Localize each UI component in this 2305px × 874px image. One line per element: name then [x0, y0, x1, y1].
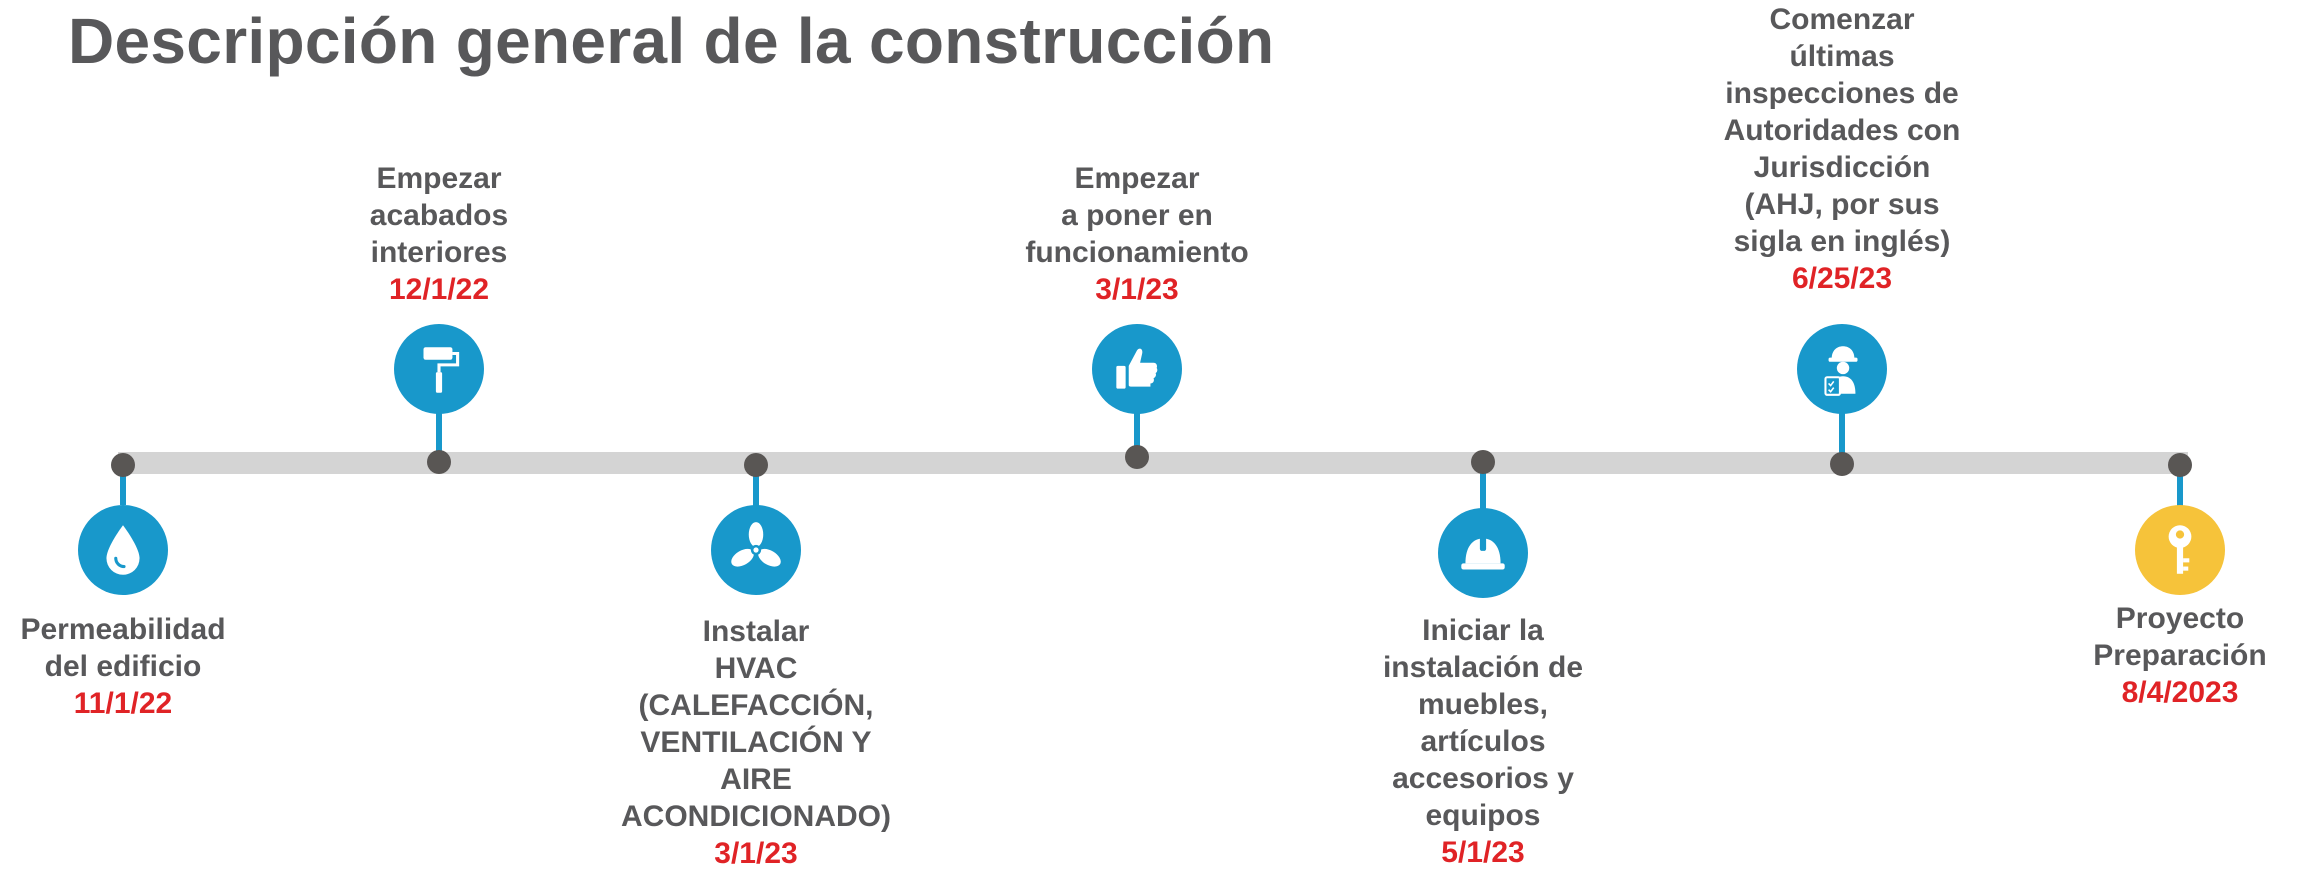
timeline-dot: [744, 453, 768, 477]
milestone-label: Instalar HVAC (CALEFACCIÓN, VENTILACIÓN …: [606, 613, 906, 872]
milestone-description: Comenzar últimas inspecciones de Autorid…: [1723, 3, 1961, 258]
timeline-dot: [1471, 450, 1495, 474]
milestone-badge: [1438, 508, 1528, 598]
fan-icon: [731, 522, 781, 567]
milestone-date: 8/4/2023: [2121, 676, 2239, 709]
milestone-description: Empezar a poner en funcionamiento: [1025, 162, 1249, 269]
milestone-stem: [2177, 465, 2183, 510]
milestone-description: Permeabilidad del edificio: [20, 613, 226, 683]
milestone-description: Iniciar la instalación de muebles, artíc…: [1382, 614, 1584, 832]
milestone-badge: [1092, 324, 1182, 414]
milestone-date: 12/1/22: [388, 273, 490, 306]
timeline-dot: [2168, 453, 2192, 477]
water-drop-icon: [106, 525, 140, 575]
milestone-label: Empezar a poner en funcionamiento 3/1/23: [997, 160, 1277, 308]
milestone-date: 3/1/23: [714, 837, 798, 870]
milestone-date: 3/1/23: [1095, 273, 1179, 306]
page-title: Descripción general de la construcción: [68, 5, 1275, 77]
milestone-label: Empezar acabados interiores 12/1/22: [319, 160, 559, 308]
milestone-badge: [711, 505, 801, 595]
timeline-track: [118, 452, 2188, 474]
milestone-description: Instalar HVAC (CALEFACCIÓN, VENTILACIÓN …: [621, 615, 891, 833]
milestone-description: Empezar acabados interiores: [369, 162, 509, 269]
milestone-label: Iniciar la instalación de muebles, artíc…: [1348, 612, 1618, 871]
timeline-dot: [1125, 445, 1149, 469]
milestone-label: Comenzar últimas inspecciones de Autorid…: [1702, 1, 1982, 297]
milestone-label: Permeabilidad del edificio 11/1/22: [0, 611, 253, 722]
thumbs-up-icon: [1116, 348, 1158, 389]
timeline-dot: [111, 453, 135, 477]
milestone-stem: [1839, 412, 1845, 467]
milestone-stem: [120, 465, 126, 505]
paint-roller-icon: [423, 347, 460, 393]
timeline-dot: [1830, 452, 1854, 476]
timeline-dot: [427, 450, 451, 474]
key-icon: [2168, 525, 2192, 574]
milestone-label: Proyecto Preparación 8/4/2023: [2080, 600, 2280, 711]
milestone-date: 5/1/23: [1441, 836, 1525, 869]
milestone-stem: [1134, 412, 1140, 462]
milestone-badge: [394, 324, 484, 414]
milestone-badge: [1797, 324, 1887, 414]
milestone-stem: [753, 465, 759, 510]
milestone-badge: [78, 505, 168, 595]
inspector-icon: [1824, 346, 1858, 396]
hard-hat-icon: [1461, 536, 1505, 570]
milestone-date: 11/1/22: [73, 687, 173, 720]
milestone-date: 6/25/23: [1791, 262, 1893, 295]
milestone-badge: [2135, 505, 2225, 595]
milestone-stem: [436, 412, 442, 464]
milestone-description: Proyecto Preparación: [2093, 602, 2267, 672]
milestone-stem: [1480, 462, 1486, 512]
